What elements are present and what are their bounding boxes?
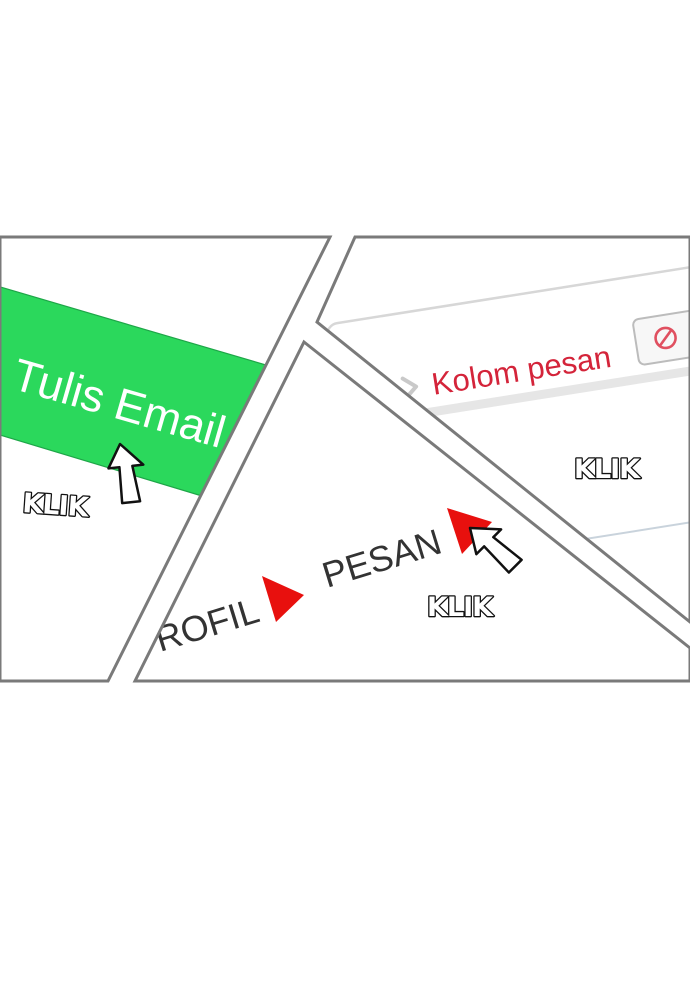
mouse-pointer-icon <box>107 442 145 505</box>
triangle-arrow-icon <box>262 576 304 622</box>
no-entry-icon <box>654 326 677 350</box>
klik-label-right: KLIK <box>574 454 641 485</box>
mouse-pointer-icon <box>468 526 523 574</box>
klik-label-center: KLIK <box>427 592 494 623</box>
klik-label-left: KLIK <box>22 488 91 524</box>
